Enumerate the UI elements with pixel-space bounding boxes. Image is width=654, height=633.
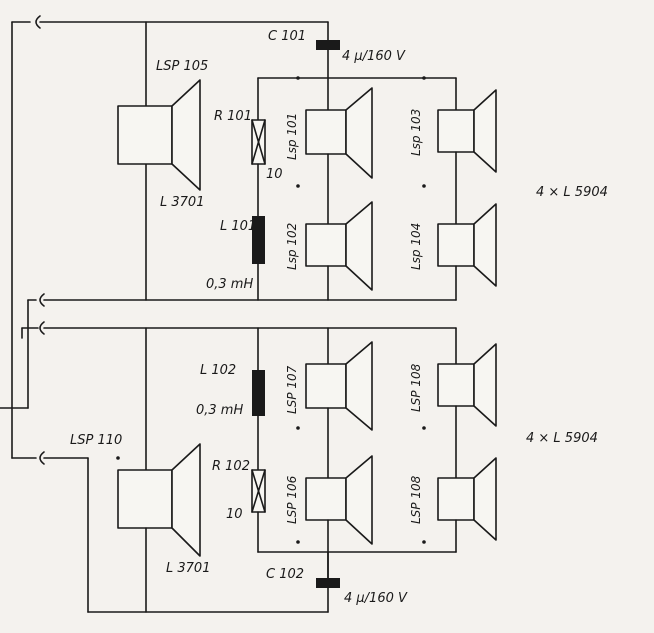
- speaker-lsp108-lower: [437, 457, 497, 541]
- label-lsp103: Lsp 103: [409, 109, 423, 156]
- speaker-lsp105: [117, 79, 201, 191]
- label-c102: C 102: [266, 567, 304, 582]
- inductor-l101: [252, 216, 265, 264]
- label-r101-value: 10: [266, 167, 283, 182]
- terminal-mid-2: [39, 321, 45, 335]
- terminal-mid-1: [39, 293, 45, 307]
- label-lsp110: LSP 110: [70, 433, 122, 448]
- speaker-lsp107: [305, 341, 373, 431]
- label-c101-value: 4 µ/160 V: [342, 49, 406, 64]
- label-group-top-type: 4 × L 5904: [536, 185, 608, 200]
- label-lsp105-type: L 3701: [160, 195, 204, 210]
- speaker-lsp110: [117, 443, 201, 557]
- label-l102-value: 0,3 mH: [196, 403, 243, 418]
- top-section: [39, 21, 497, 301]
- label-group-bottom-type: 4 × L 5904: [526, 431, 598, 446]
- label-lsp101: Lsp 101: [285, 113, 299, 160]
- label-l102: L 102: [200, 363, 236, 378]
- label-l101-value: 0,3 mH: [206, 277, 253, 292]
- speaker-lsp102: [305, 201, 373, 291]
- labels: C 101 4 µ/160 V LSP 105 L 3701 R 101 10 …: [70, 29, 608, 606]
- label-c101: C 101: [268, 29, 306, 44]
- speaker-lsp108-upper: [437, 343, 497, 427]
- label-r101: R 101: [214, 109, 252, 124]
- label-l101: L 101: [220, 219, 256, 234]
- speaker-lsp106: [305, 455, 373, 545]
- resistor-r102: [251, 469, 266, 513]
- label-r102: R 102: [212, 459, 250, 474]
- bottom-section: [43, 327, 497, 613]
- terminal-bottom: [39, 451, 45, 465]
- label-lsp105: LSP 105: [156, 59, 208, 74]
- label-lsp108-lower: LSP 108: [409, 475, 423, 524]
- label-lsp108-upper: LSP 108: [409, 363, 423, 412]
- resistor-r101: [251, 119, 266, 165]
- speaker-lsp104: [437, 203, 497, 287]
- label-lsp107: LSP 107: [285, 365, 299, 414]
- label-r102-value: 10: [226, 507, 243, 522]
- label-lsp110-type: L 3701: [166, 561, 210, 576]
- inductor-l102: [252, 370, 265, 416]
- speaker-lsp101: [305, 87, 373, 179]
- input-connectors: [0, 15, 45, 465]
- label-lsp104: Lsp 104: [409, 223, 423, 270]
- label-lsp106: LSP 106: [285, 475, 299, 524]
- terminal-top: [35, 15, 41, 29]
- speaker-lsp103: [437, 89, 497, 173]
- capacitor-c102: [316, 578, 340, 588]
- capacitor-c101: [316, 40, 340, 50]
- label-lsp102: Lsp 102: [285, 223, 299, 270]
- label-c102-value: 4 µ/160 V: [344, 591, 408, 606]
